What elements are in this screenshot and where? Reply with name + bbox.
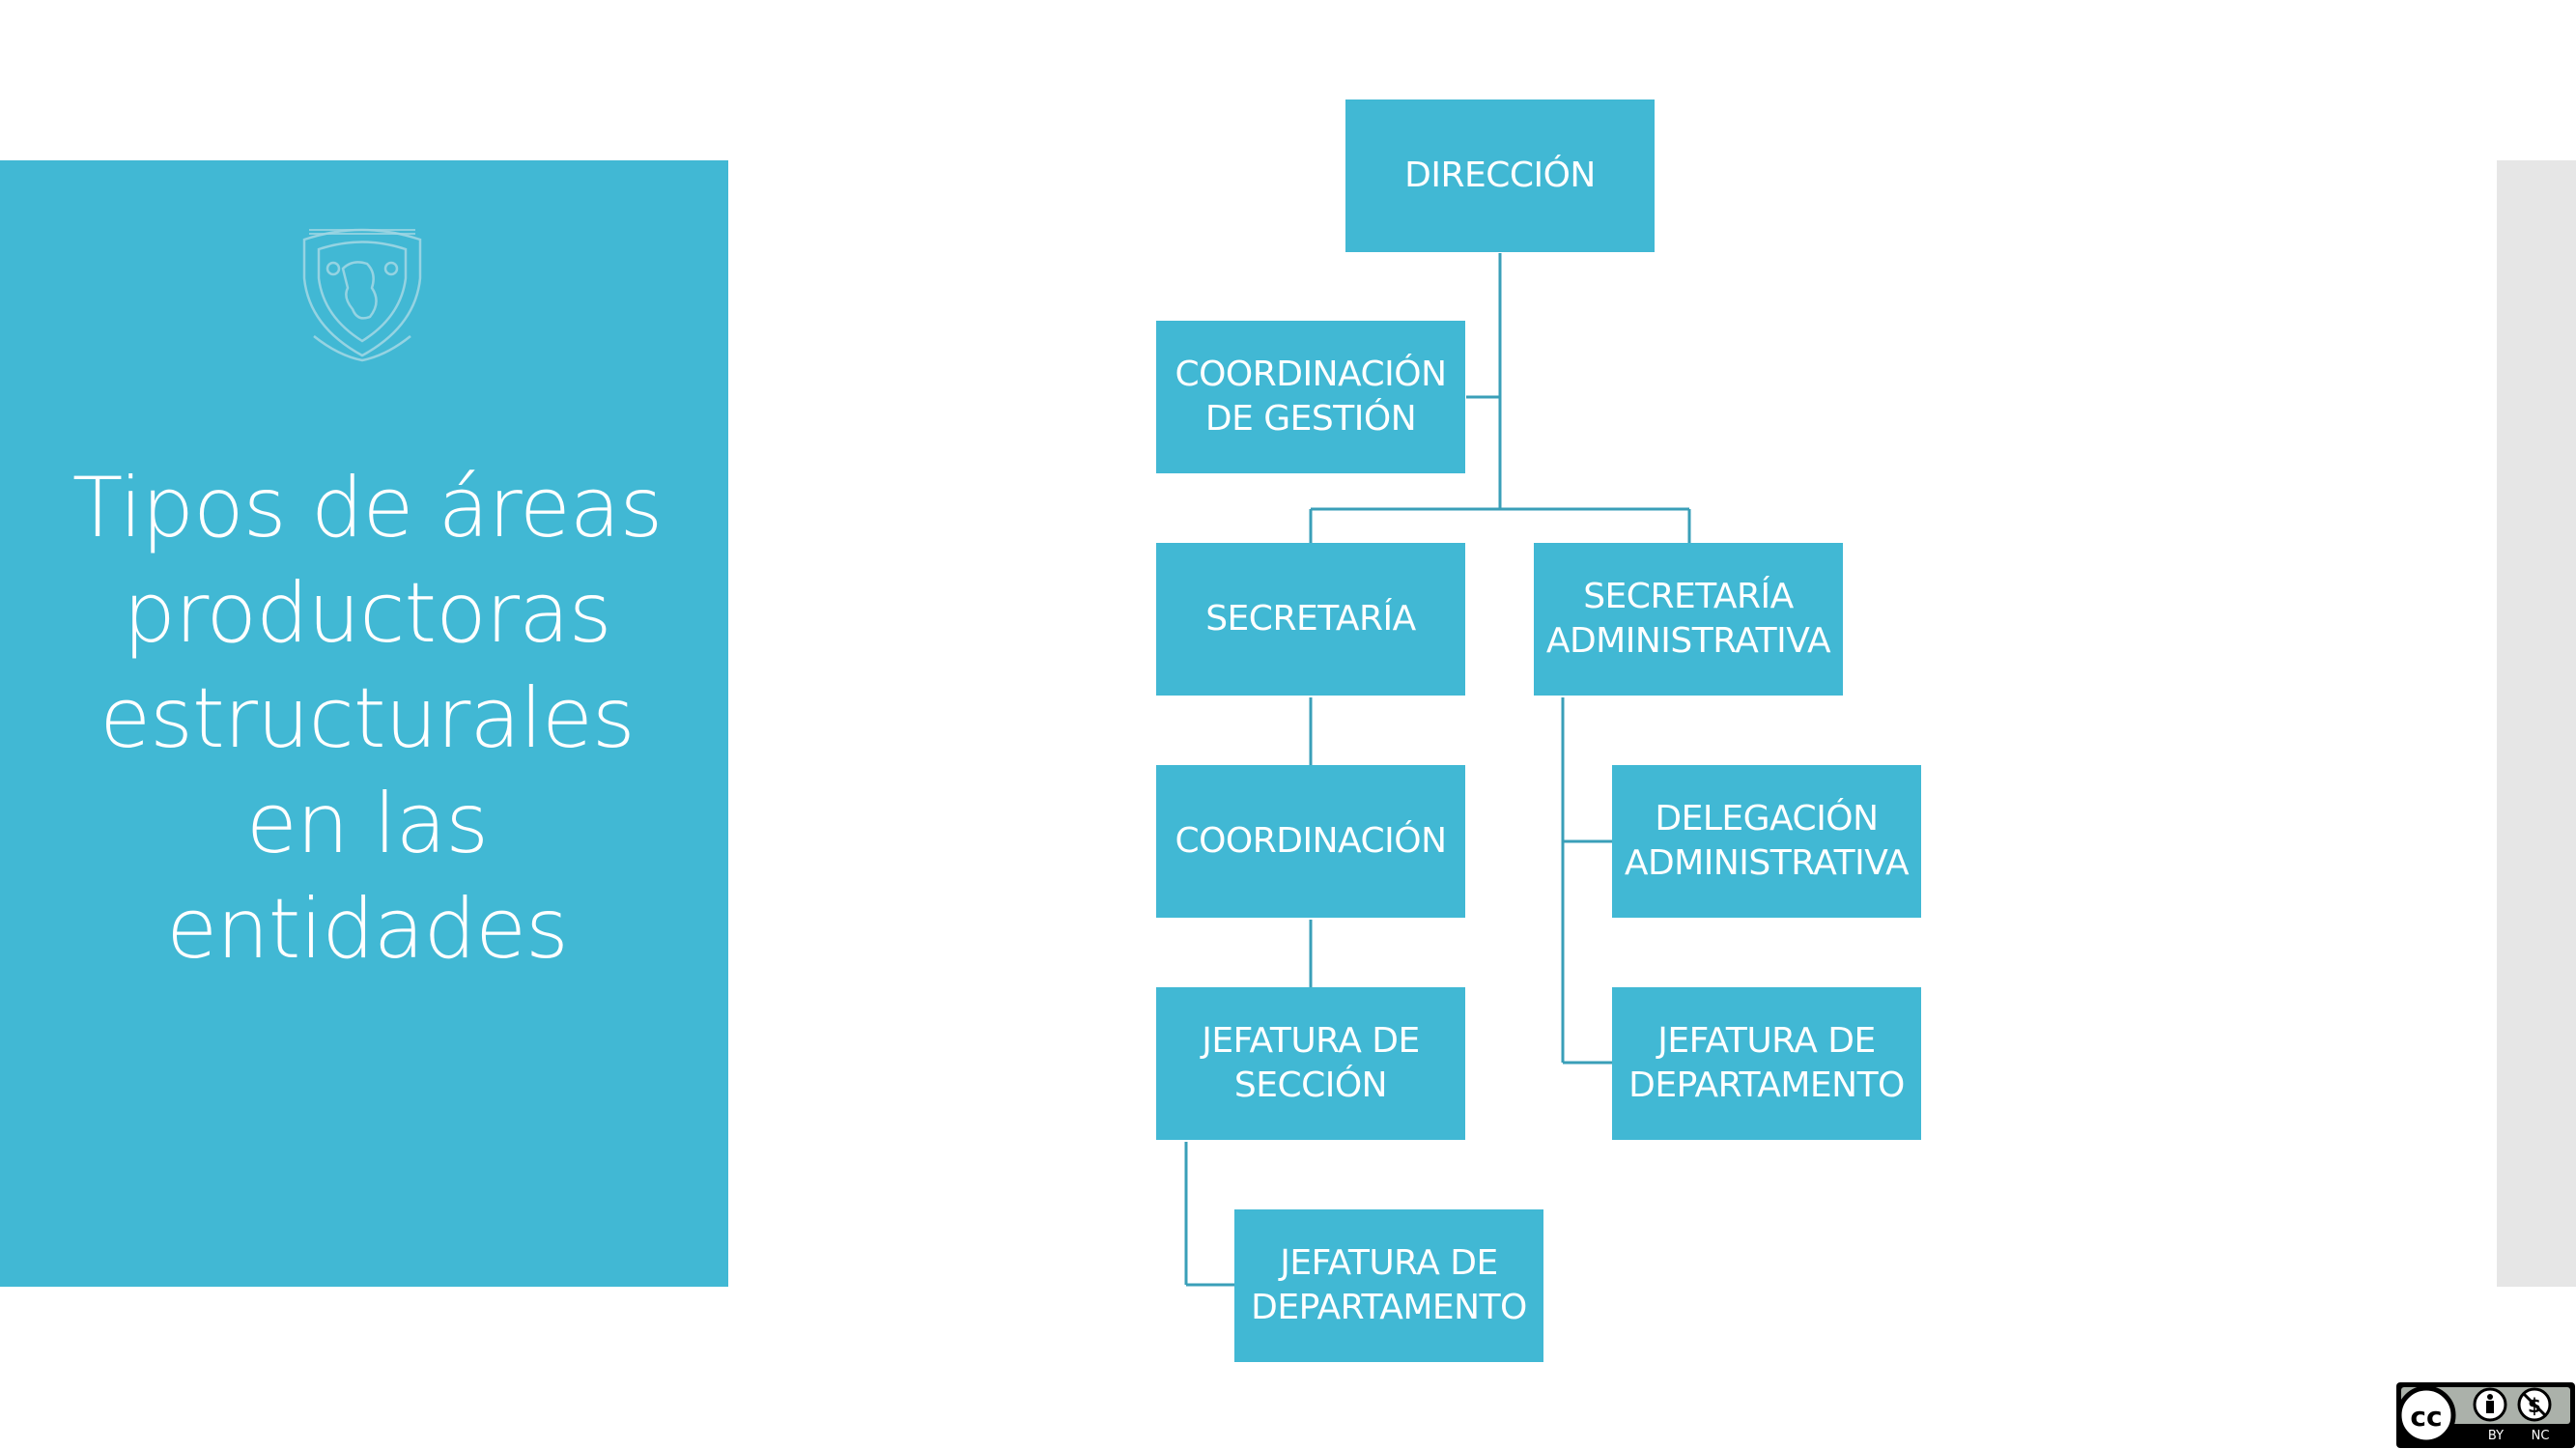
node-coordinacion: COORDINACIÓN xyxy=(1156,765,1465,918)
node-jefatura-departamento-admin: JEFATURA DE DEPARTAMENTO xyxy=(1612,987,1921,1140)
nc-label: NC xyxy=(2532,1429,2550,1443)
nc-noncommercial-icon: $ xyxy=(2517,1387,2552,1422)
cc-icon: cc xyxy=(2396,1385,2456,1445)
node-delegacion-administrativa: DELEGACIÓN ADMINISTRATIVA xyxy=(1612,765,1921,918)
node-jefatura-seccion: JEFATURA DE SECCIÓN xyxy=(1156,987,1465,1140)
side-strip xyxy=(2497,160,2576,1287)
title-panel xyxy=(0,160,728,1287)
university-seal-icon xyxy=(302,228,422,362)
creative-commons-license-badge[interactable]: cc $ BY NC xyxy=(2395,1381,2576,1449)
node-direccion: DIRECCIÓN xyxy=(1345,99,1655,252)
node-jefatura-departamento-seccion: JEFATURA DE DEPARTAMENTO xyxy=(1234,1209,1543,1362)
node-secretaria-administrativa: SECRETARÍA ADMINISTRATIVA xyxy=(1534,543,1843,696)
by-label: BY xyxy=(2488,1429,2504,1443)
by-attribution-icon xyxy=(2473,1387,2507,1422)
svg-text:cc: cc xyxy=(2410,1401,2442,1433)
slide-title: Tipos de áreas productoras estructurales… xyxy=(71,460,664,978)
node-secretaria: SECRETARÍA xyxy=(1156,543,1465,696)
node-coordinacion-gestion: COORDINACIÓN DE GESTIÓN xyxy=(1156,321,1465,473)
